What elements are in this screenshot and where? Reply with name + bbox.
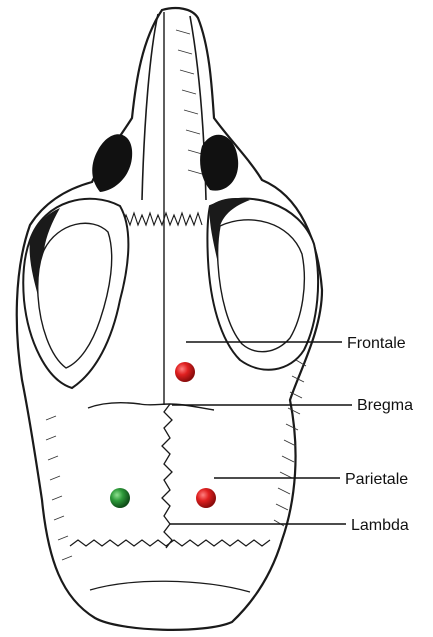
red-marker-frontal: [175, 362, 195, 382]
green-marker-parietal: [110, 488, 130, 508]
label-bregma: Bregma: [357, 397, 413, 414]
label-parietale: Parietale: [345, 471, 408, 488]
label-frontale: Frontale: [347, 335, 406, 352]
red-marker-parietal: [196, 488, 216, 508]
label-lambda: Lambda: [351, 517, 409, 534]
